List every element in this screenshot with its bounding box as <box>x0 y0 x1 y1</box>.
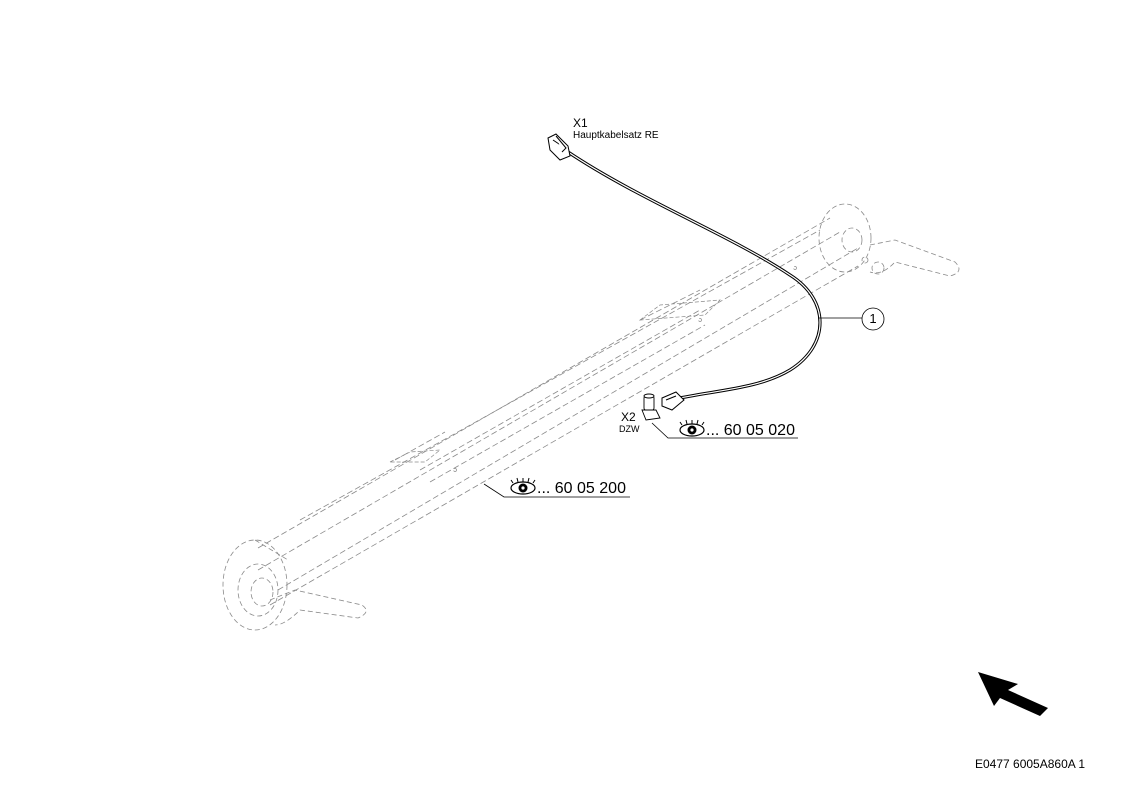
ref-axle-link[interactable]: ... 60 05 200 <box>537 480 626 497</box>
cable-harness <box>566 150 822 400</box>
direction-arrow-icon <box>978 672 1048 716</box>
connector-x1-label: Hauptkabelsatz RE <box>573 130 659 141</box>
sensor-dzw-shape <box>641 393 661 421</box>
item-leader <box>818 307 885 331</box>
connector-harness-end <box>661 391 685 411</box>
connector-x1-id: X1 <box>573 116 588 130</box>
right-flange <box>818 203 960 277</box>
ref-sensor-link[interactable]: ... 60 05 020 <box>706 422 795 439</box>
item-number: 1 <box>869 311 877 326</box>
connector-x1-shape <box>547 133 571 161</box>
eye-icon <box>679 419 705 437</box>
ref-leaders <box>483 422 798 498</box>
connector-x2-id: X2 <box>621 410 636 424</box>
eye-icon <box>510 477 536 495</box>
connector-x2-label: DZW <box>619 424 640 434</box>
beam-details <box>389 266 797 472</box>
axle-beam <box>257 217 859 606</box>
drawing-code: E0477 6005A860A 1 <box>975 757 1086 771</box>
left-flange <box>222 539 367 631</box>
